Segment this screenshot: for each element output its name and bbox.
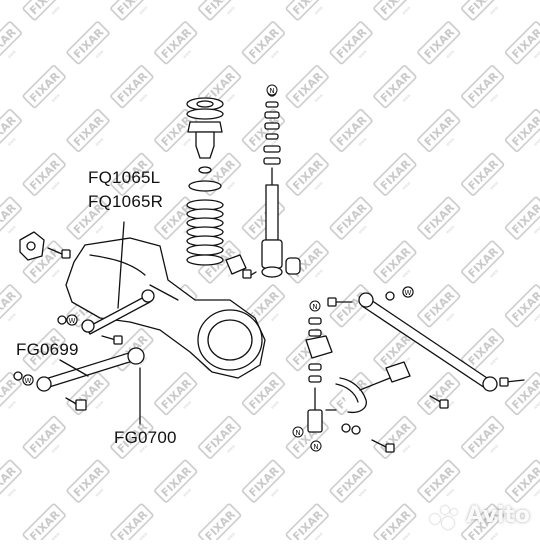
nut-marker-text: N <box>295 429 300 437</box>
washer-marker <box>22 374 34 386</box>
washer-marker-text: W <box>405 289 412 297</box>
lower-control-arm <box>13 347 145 411</box>
coil-spring-assembly <box>186 97 247 275</box>
rear-axle-housing <box>65 237 266 379</box>
part-label-fq1065r: FQ1065R <box>88 192 164 211</box>
stabilizer-bar <box>335 361 449 453</box>
avito-watermark: Avito <box>430 503 530 529</box>
callout-leaders <box>59 221 141 425</box>
shock-absorber <box>242 87 301 279</box>
nut-marker <box>292 426 304 438</box>
lateral-control-rod <box>327 286 525 392</box>
washer-marker <box>402 286 414 298</box>
nut-marker <box>310 440 322 452</box>
washer-marker-text: W <box>25 377 32 385</box>
part-label-fg0700: FG0700 <box>114 428 177 447</box>
part-label-fq1065l: FQ1065L <box>88 168 161 187</box>
washer-marker-text: W <box>69 317 76 325</box>
washer-marker <box>66 314 78 326</box>
nut-marker-text: N <box>269 87 274 95</box>
nut-marker-text: N <box>312 303 317 311</box>
avito-logo-icon <box>430 504 460 529</box>
part-label-fg0699: FG0699 <box>16 340 79 359</box>
nut-marker <box>266 84 278 96</box>
nut-marker <box>309 300 321 312</box>
nut-marker-text: N <box>313 443 318 451</box>
mount-bracket <box>19 231 71 261</box>
avito-brand-text: Avito <box>466 503 530 528</box>
